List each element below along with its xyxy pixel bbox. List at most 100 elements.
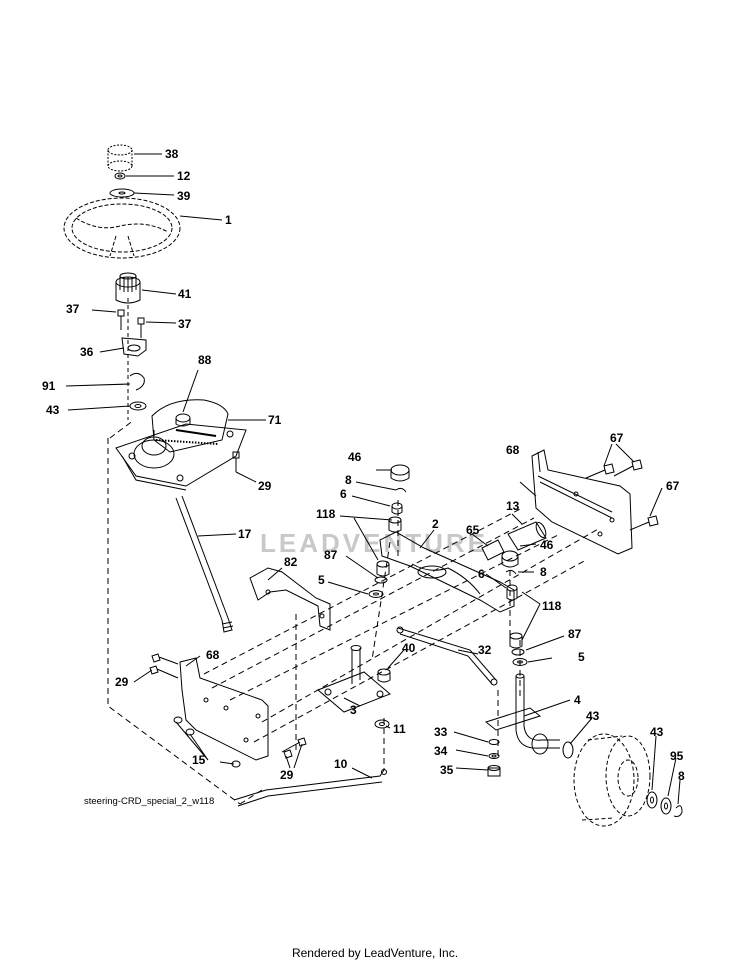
- part-steering-gear-plate: [115, 423, 247, 491]
- part-steering-arm: [317, 645, 391, 713]
- callout-67-lower: 67: [666, 479, 680, 493]
- callout-118-left: 118: [316, 507, 336, 521]
- part-tie-rod: [233, 769, 387, 807]
- callout-3: 3: [350, 703, 357, 717]
- callout-41: 41: [178, 287, 192, 301]
- callout-68-left: 68: [206, 648, 220, 662]
- part-axle-cap: [390, 464, 410, 482]
- callout-82: 82: [284, 555, 298, 569]
- callout-4: 4: [574, 693, 581, 707]
- part-clip-small: [395, 487, 407, 493]
- part-front-wheel: [573, 733, 651, 827]
- part-steering-cap: [107, 144, 133, 172]
- part-axle-cap: [501, 550, 519, 568]
- callout-36: 36: [80, 345, 94, 359]
- callout-87-right: 87: [568, 627, 582, 641]
- part-nut: [114, 172, 126, 180]
- callout-29-left: 29: [115, 675, 129, 689]
- part-washer-33: [488, 739, 500, 745]
- part-bearing-flange: [121, 337, 147, 357]
- part-tie-bar: [537, 475, 613, 519]
- part-washer-87: [374, 576, 388, 584]
- callout-15: 15: [192, 753, 206, 767]
- callout-5-left: 5: [318, 573, 325, 587]
- callout-118-right: 118: [542, 599, 562, 613]
- callout-32: 32: [478, 643, 492, 657]
- part-washer-43: [646, 791, 658, 809]
- callout-71: 71: [268, 413, 282, 427]
- part-washer-5: [368, 590, 384, 598]
- part-washer-87: [511, 648, 525, 656]
- callout-95: 95: [670, 749, 684, 763]
- callout-46-left: 46: [348, 450, 362, 464]
- callout-65: 65: [466, 523, 480, 537]
- diagram-reference-code: steering-CRD_special_2_w118: [84, 796, 214, 807]
- callout-5-right: 5: [578, 650, 585, 664]
- callout-91: 91: [42, 379, 56, 393]
- callout-37-right: 37: [178, 317, 192, 331]
- part-bushing-118: [509, 632, 523, 649]
- part-bushing-118: [376, 516, 402, 577]
- callout-34: 34: [434, 744, 448, 758]
- part-washer-34: [488, 753, 500, 759]
- part-pin: [481, 539, 505, 561]
- assembly-lines: [203, 500, 601, 770]
- callout-37-left: 37: [66, 302, 80, 316]
- part-clip: [129, 372, 145, 391]
- part-bushing: [175, 413, 191, 427]
- callout-13: 13: [506, 499, 520, 513]
- part-bolt: [232, 451, 240, 472]
- part-washer-95: [660, 797, 672, 815]
- callout-8-wheel: 8: [678, 769, 685, 783]
- part-spindle: [484, 673, 560, 755]
- part-clip-8: [673, 805, 683, 817]
- callout-10: 10: [334, 757, 348, 771]
- callout-6-right: 6: [478, 567, 485, 581]
- part-mounting-bracket: [249, 567, 331, 631]
- part-bushing-6: [506, 584, 518, 601]
- part-steering-adapter: [115, 272, 141, 304]
- callout-87-left: 87: [324, 548, 338, 562]
- callout-29-bottom: 29: [280, 768, 294, 782]
- part-spacer-tube: [507, 521, 547, 551]
- callout-67-upper: 67: [610, 431, 624, 445]
- part-frame-plate-left: [179, 657, 269, 761]
- callout-43-wheel: 43: [650, 725, 664, 739]
- callout-29-gear: 29: [258, 479, 272, 493]
- callout-88: 88: [198, 353, 212, 367]
- watermark-text: LEADVENTURE: [260, 528, 488, 558]
- frame-outline: [107, 419, 263, 805]
- part-bolt: [149, 653, 307, 759]
- part-steering-wheel: [63, 197, 181, 259]
- part-drag-link: [396, 626, 498, 686]
- callout-35: 35: [440, 763, 454, 777]
- callout-46-right: 46: [540, 538, 554, 552]
- part-nut-35: [487, 765, 501, 777]
- callout-11: 11: [393, 722, 406, 736]
- part-bolt: [585, 459, 659, 531]
- leader-lines: [65, 153, 681, 805]
- callout-39: 39: [177, 189, 191, 203]
- callout-43-spindle: 43: [586, 709, 600, 723]
- part-sector-gear: [151, 399, 229, 453]
- part-bushing-6: [391, 502, 403, 515]
- part-front-axle: [379, 531, 515, 613]
- part-steering-shaft: [175, 495, 234, 633]
- callout-38: 38: [165, 147, 179, 161]
- part-washer-43: [129, 401, 147, 411]
- callout-43-upper: 43: [46, 403, 60, 417]
- part-washer: [109, 188, 135, 198]
- part-screw: [117, 309, 145, 338]
- part-washer-5: [512, 658, 528, 666]
- callout-8-left: 8: [345, 473, 352, 487]
- footer-credit: Rendered by LeadVenture, Inc.: [291, 946, 459, 960]
- callout-68-right: 68: [506, 443, 520, 457]
- callout-12: 12: [177, 169, 191, 183]
- callout-8-right: 8: [540, 565, 547, 579]
- part-clip-small: [505, 569, 517, 575]
- callout-6-left: 6: [340, 487, 347, 501]
- part-bushing-40: [377, 668, 391, 683]
- part-nut-11: [374, 719, 390, 729]
- callout-2: 2: [432, 517, 439, 531]
